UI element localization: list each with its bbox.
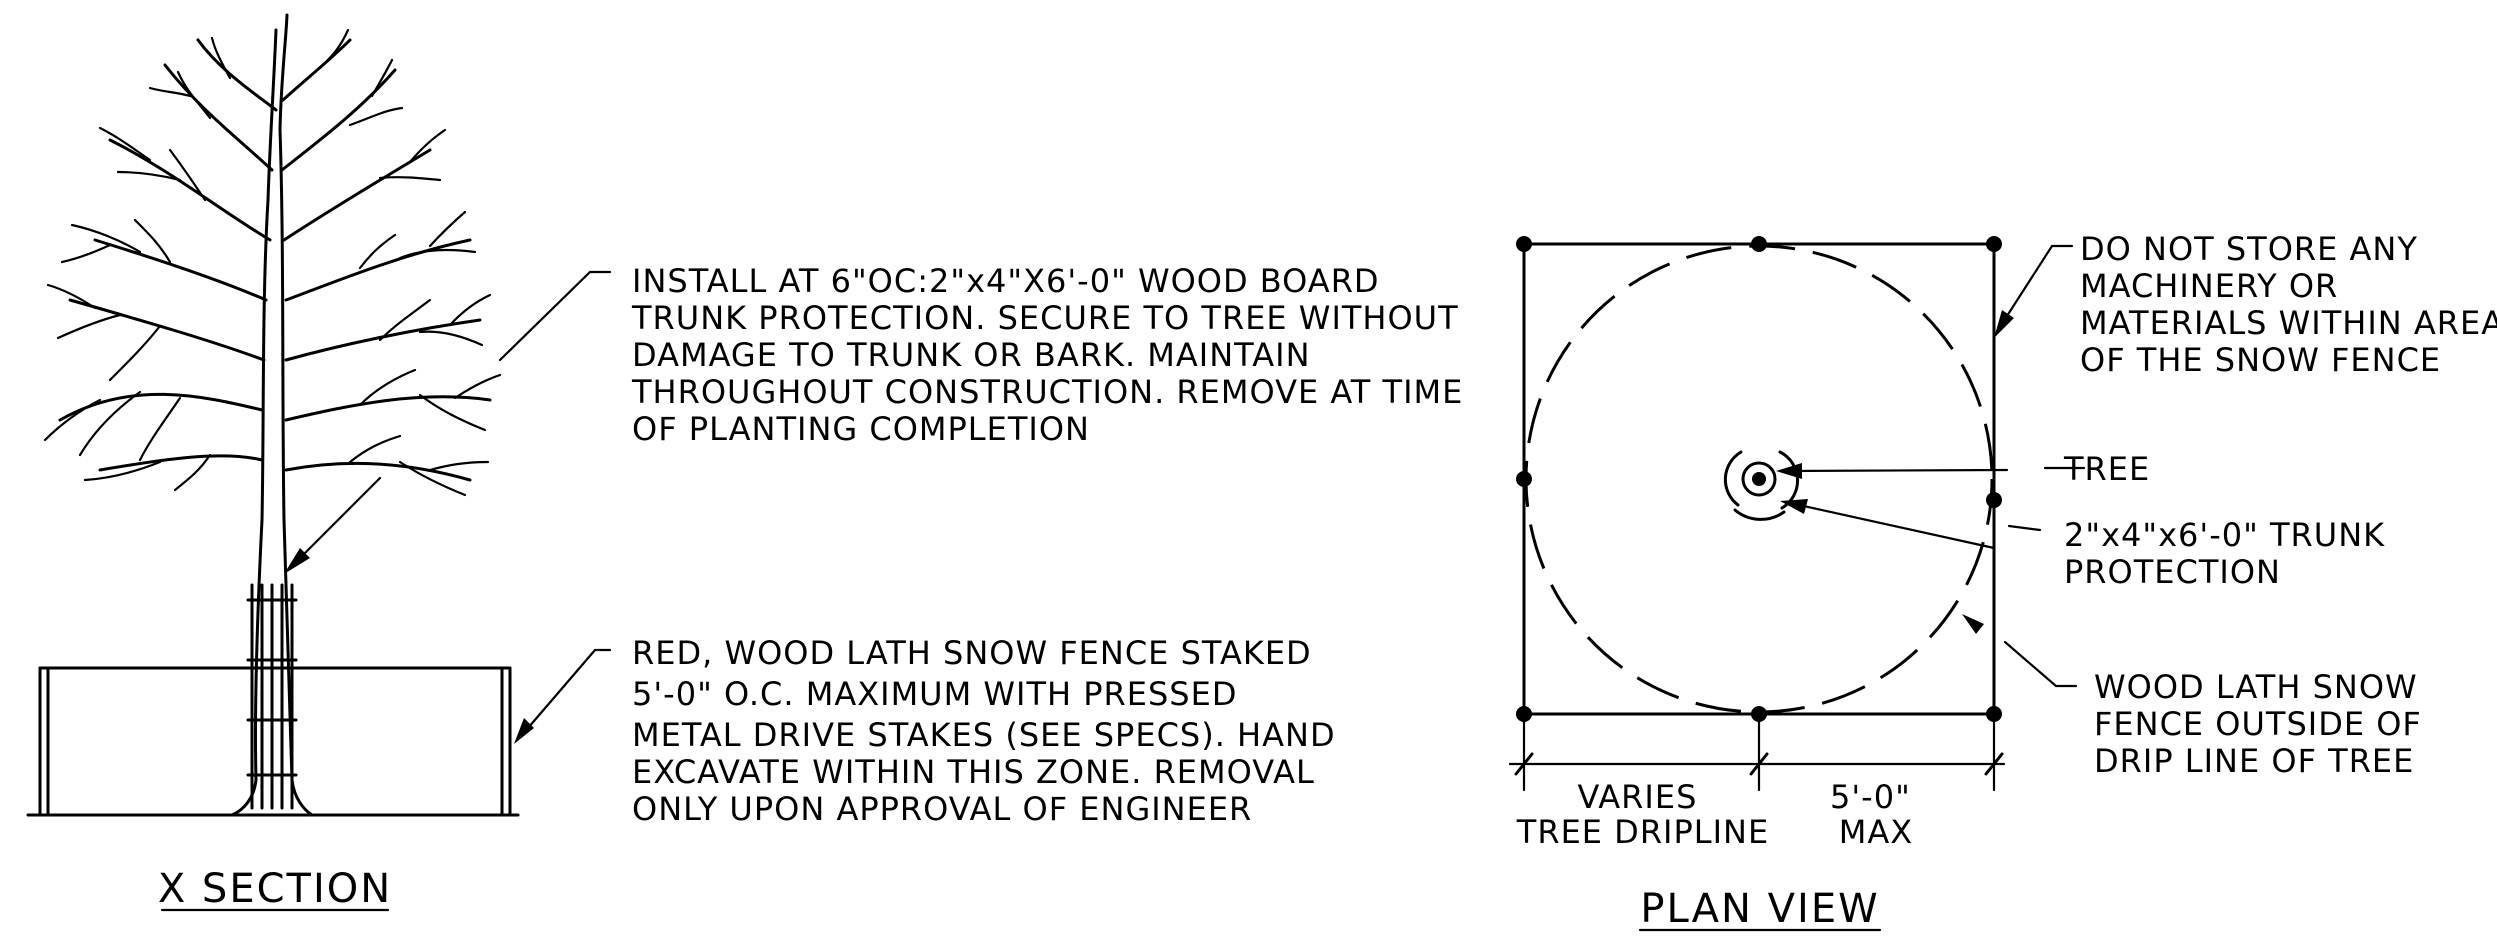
x-section-leaders xyxy=(284,270,612,744)
fence-label: WOOD LATH SNOW FENCE OUTSIDE OF DRIP LIN… xyxy=(2094,668,2433,780)
tree-crown xyxy=(43,13,502,522)
snow-fence-elevation xyxy=(38,666,512,817)
trunk-protection-boards xyxy=(246,583,298,810)
tree-symbol xyxy=(1723,450,1800,521)
dim-right-label: 5'-0" MAX xyxy=(1830,778,1922,851)
dim-left-label: VARIES TREE DRIPLINE xyxy=(1516,778,1769,851)
trunk-protection-label: 2"x4"x6'-0" TRUNK PROTECTION xyxy=(2064,516,2396,591)
plan-view-title: PLAN VIEW xyxy=(1640,886,1879,932)
storage-note: DO NOT STORE ANY MACHINERY OR MATERIALS … xyxy=(2080,230,2497,379)
trunk-protection-note: INSTALL AT 6"OC:2"x4"X6'-0" WOOD BOARD T… xyxy=(631,262,1475,448)
snow-fence-note: RED, WOOD LATH SNOW FENCE STAKED 5'-0" O… xyxy=(632,634,1347,828)
plan-view-leaders xyxy=(1776,244,2086,688)
dripline-circle xyxy=(1524,244,1994,714)
x-section-drawing xyxy=(26,13,612,912)
plan-view-drawing xyxy=(1508,236,2086,932)
plan-view-dimensions xyxy=(1508,720,2006,792)
x-section-title: X SECTION xyxy=(158,866,392,912)
tree-label: TREE xyxy=(2063,450,2150,488)
fence-stakes xyxy=(1516,236,2002,722)
